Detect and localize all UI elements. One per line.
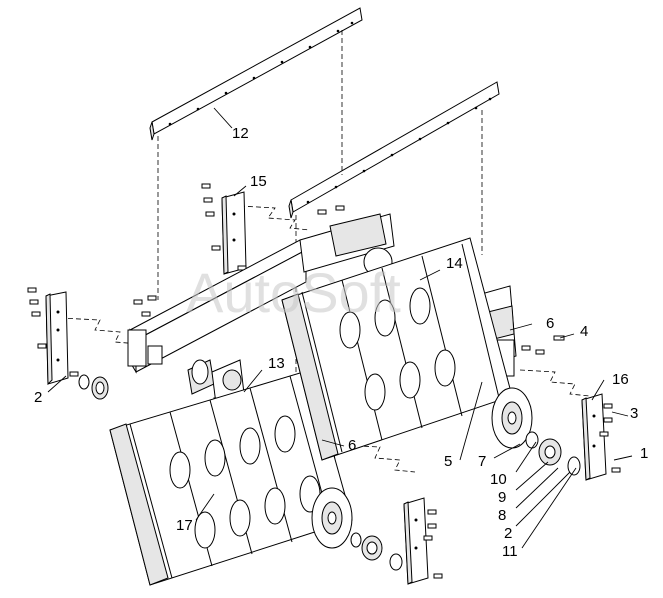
bolts-rear-plate <box>201 183 247 271</box>
callout-5: 5 <box>444 453 452 470</box>
callout-6-front: 6 <box>348 437 356 454</box>
roller-front <box>109 369 353 586</box>
callout-10: 10 <box>490 471 507 488</box>
bolts-front-right-plate <box>423 509 443 579</box>
roller-rear <box>281 237 533 461</box>
side-plate-front-right <box>403 497 429 585</box>
bearing-rear-right <box>525 431 581 476</box>
callout-17: 17 <box>176 517 193 534</box>
callout-labels: 12 15 14 6 4 16 3 1 2 13 6 5 7 10 9 8 2 … <box>34 125 648 560</box>
mounting-bar-right <box>288 81 500 219</box>
callout-13: 13 <box>268 355 285 372</box>
callout-9: 9 <box>498 489 506 506</box>
callout-8: 8 <box>498 507 506 524</box>
leader-lines <box>47 107 633 549</box>
bolts-left-plate <box>27 287 79 377</box>
callout-2-left: 2 <box>34 389 42 406</box>
callout-14: 14 <box>446 255 463 272</box>
bearing-front-right <box>350 532 403 571</box>
bolts-rear-frame <box>317 205 565 355</box>
callout-12: 12 <box>232 125 249 142</box>
callout-16: 16 <box>612 371 629 388</box>
callout-3: 3 <box>630 405 638 422</box>
callout-4: 4 <box>580 323 588 340</box>
callout-1: 1 <box>640 445 648 462</box>
mounting-bar-left <box>149 7 363 141</box>
callout-6-right: 6 <box>546 315 554 332</box>
side-plate-rear-right <box>581 393 607 481</box>
side-plate-left <box>45 291 69 386</box>
callout-2-right: 2 <box>504 525 512 542</box>
callout-15: 15 <box>250 173 267 190</box>
bolts-rear-right-plate <box>599 403 621 473</box>
callout-11: 11 <box>502 543 518 560</box>
bearing-left <box>78 374 109 400</box>
watermark-text: AutoSoft <box>186 261 401 324</box>
callout-7: 7 <box>478 453 486 470</box>
